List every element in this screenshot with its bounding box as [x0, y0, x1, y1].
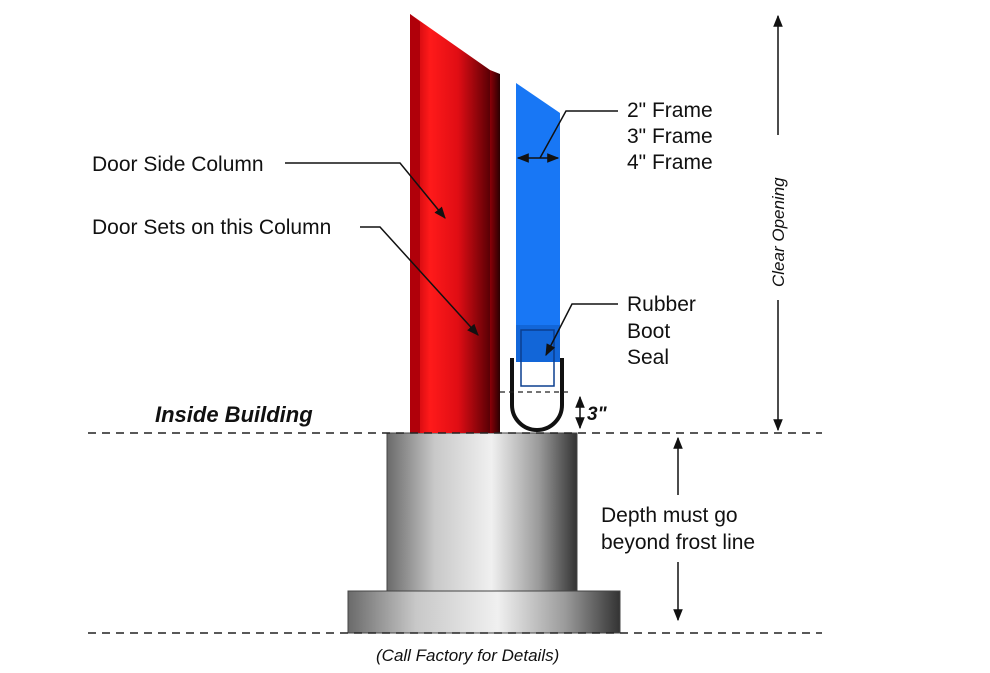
- label-gap-measure: 3": [587, 404, 608, 425]
- label-boot: Boot: [627, 320, 670, 343]
- label-frame-4in: 4" Frame: [627, 151, 713, 174]
- boot-seal-insert: [520, 329, 555, 387]
- label-frame-2in: 2" Frame: [627, 99, 713, 122]
- label-door-sets-on-column: Door Sets on this Column: [92, 216, 331, 239]
- rubber-boot-seal: [510, 358, 564, 432]
- label-depth-line2: beyond frost line: [601, 531, 755, 554]
- label-rubber: Rubber: [627, 293, 696, 316]
- label-inside-building: Inside Building: [155, 402, 313, 427]
- label-footer-note: (Call Factory for Details): [376, 646, 559, 665]
- leader-rubber-boot-seal: [545, 303, 618, 357]
- label-seal: Seal: [627, 346, 669, 369]
- leader-door-side-column: [285, 162, 446, 219]
- footing-cylinder: [386, 432, 578, 592]
- leader-frame-sizes: [539, 110, 618, 159]
- label-depth-line1: Depth must go: [601, 504, 738, 527]
- label-door-side-column: Door Side Column: [92, 153, 264, 176]
- door-side-column: [410, 14, 500, 433]
- leader-door-sets-on-column: [360, 226, 479, 336]
- label-frame-3in: 3" Frame: [627, 125, 713, 148]
- label-clear-opening: Clear Opening: [769, 177, 788, 287]
- footing-base-flange: [347, 590, 621, 634]
